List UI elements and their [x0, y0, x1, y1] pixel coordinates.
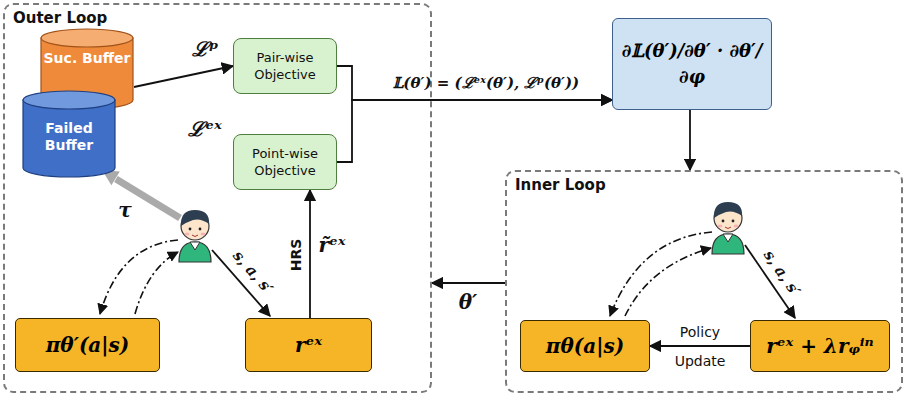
flow-arrow: [432, 282, 505, 284]
region-title: Outer Loop: [13, 9, 107, 27]
policy-box: πθ′(a|s): [15, 318, 160, 372]
gradient-box: ∂𝕃(θ′)/∂θ′ · ∂θ′/∂φ: [612, 18, 772, 110]
cylinder-body: [23, 100, 115, 177]
trajectory-symbol: τ: [118, 198, 131, 222]
update-label: Policy: [680, 324, 720, 340]
interaction-arc: [100, 240, 178, 314]
transition-label: s, a, s′: [760, 247, 804, 300]
loss-formula: 𝕃(θ′) = (ℒᵉˣ(θ′), ℒᵖ(θ′)): [393, 72, 579, 92]
reward-symbol: r̃ᵉˣ: [319, 233, 346, 257]
reward-box: rᵉˣ + λrᵩⁱⁿ: [750, 320, 890, 372]
cylinder-top: [23, 91, 115, 109]
flow-arrow: [134, 66, 233, 87]
flow-arrow: [337, 66, 612, 100]
node-text: Suc. Buffer: [44, 50, 131, 67]
loss-formula: 𝕃(θ′) = (ℒᵉˣ(θ′), ℒᵖ(θ′)): [393, 72, 579, 92]
objective-box: Point-wise Objective: [233, 134, 337, 190]
update-label: Policy: [680, 324, 720, 340]
transition-label: s, a, s′: [760, 247, 804, 300]
loss-symbol: ℒᵉˣ: [188, 115, 221, 142]
interaction-arc: [135, 252, 178, 314]
loss-symbol: ℒᵖ: [192, 35, 219, 62]
agent-icon: [179, 210, 211, 262]
node-text: ∂𝕃(θ′)/∂θ′ · ∂θ′/∂φ: [621, 38, 763, 90]
loss-symbol: ℒᵉˣ: [188, 115, 221, 142]
region-title: Inner Loop: [515, 176, 606, 194]
agent-icon: [712, 202, 744, 254]
node-text: Point-wise Objective: [240, 145, 330, 179]
trajectory-symbol: τ: [118, 198, 131, 222]
policy-box: πθ(a|s): [520, 320, 650, 372]
transition-label: s, a, s′: [229, 247, 276, 298]
transition-label: s, a, s′: [229, 247, 276, 298]
buffer-cylinder: Failed Buffer: [22, 90, 116, 178]
update-label: Update: [675, 353, 726, 369]
flow-arrow: [309, 190, 311, 318]
node-text: πθ′(a|s): [46, 333, 130, 357]
update-label: Update: [675, 353, 726, 369]
cylinder-top: [41, 29, 133, 47]
node-text: rᵉˣ: [295, 333, 322, 357]
interaction-arc: [625, 248, 711, 316]
flow-arrow: [650, 345, 750, 347]
node-text: Failed Buffer: [22, 120, 116, 154]
node-text: πθ(a|s): [546, 334, 624, 358]
node-text: Pair-wise Objective: [240, 49, 330, 83]
method-label: HRS: [288, 239, 304, 272]
reward-symbol: r̃ᵉˣ: [319, 233, 346, 257]
node-text: rᵉˣ + λrᵩⁱⁿ: [766, 334, 874, 358]
flow-arrow: [689, 110, 691, 170]
reward-box: rᵉˣ: [245, 318, 372, 372]
interaction-arc: [610, 232, 712, 316]
method-label: HRS: [288, 239, 304, 272]
parameter-symbol: θ′: [459, 290, 478, 314]
loss-symbol: ℒᵖ: [192, 35, 219, 62]
parameter-symbol: θ′: [459, 290, 478, 314]
loop-region: Outer LoopSuc. BufferFailed Buffer Pair-w…: [3, 3, 432, 393]
flow-arrow: [337, 100, 612, 162]
objective-box: Pair-wise Objective: [233, 38, 337, 94]
